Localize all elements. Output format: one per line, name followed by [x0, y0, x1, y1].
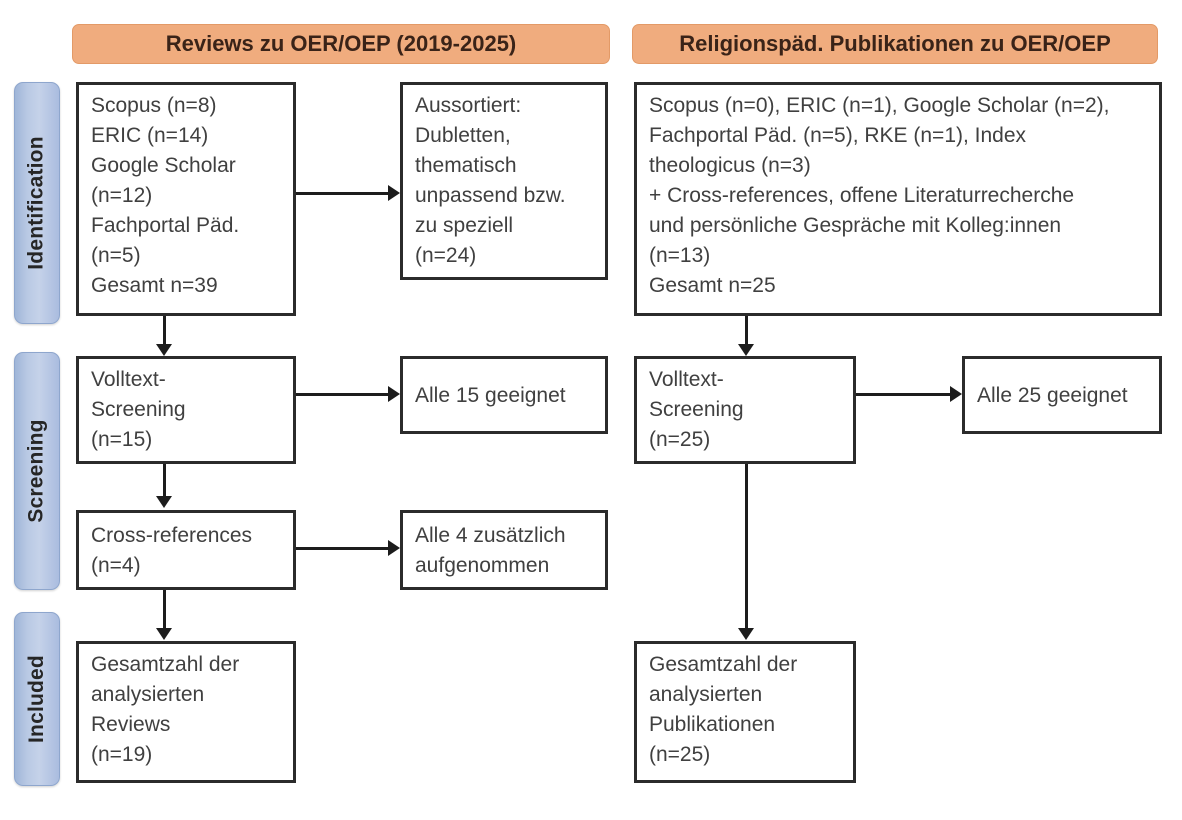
box-left-screening-result: Alle 15 geeignet [400, 356, 608, 434]
box-right-screening: Volltext- Screening (n=25) [634, 356, 856, 464]
box-line: (n=25) [649, 428, 711, 451]
box-left-included: Gesamtzahl der analysierten Reviews (n=1… [76, 641, 296, 783]
box-left-cross-references: Cross-references (n=4) [76, 510, 296, 590]
box-line: Alle 25 geeignet [977, 384, 1128, 407]
arrowhead-left-ident-to-screening [156, 344, 172, 356]
box-line: Gesamt n=25 [649, 274, 776, 297]
box-line: Volltext- [649, 368, 724, 391]
column-header-left-label: Reviews zu OER/OEP (2019-2025) [165, 31, 517, 56]
connector-left-ident-to-excluded [296, 192, 388, 195]
arrowhead-left-crossrefs-to-included [156, 628, 172, 640]
box-left-cross-references-result: Alle 4 zusätzlich aufgenommen [400, 510, 608, 590]
box-line: Scopus (n=0), ERIC (n=1), Google Scholar… [649, 94, 1110, 117]
column-header-left: Reviews zu OER/OEP (2019-2025) [72, 24, 610, 64]
box-line: ERIC (n=14) [91, 124, 209, 147]
box-line: aufgenommen [415, 554, 550, 577]
box-line: thematisch [415, 154, 517, 177]
box-line: (n=24) [415, 244, 477, 267]
arrowhead-left-screening-to-result [388, 386, 400, 402]
box-line: (n=4) [91, 554, 141, 577]
box-line: Gesamtzahl der [649, 653, 798, 676]
box-right-included: Gesamtzahl der analysierten Publikatione… [634, 641, 856, 783]
box-line: Dubletten, [415, 124, 511, 147]
box-left-screening: Volltext- Screening (n=15) [76, 356, 296, 464]
box-line: (n=13) [649, 244, 711, 267]
arrowhead-left-screening-to-crossrefs [156, 496, 172, 508]
box-line: analysierten [649, 683, 763, 706]
column-header-right-label: Religionspäd. Publikationen zu OER/OEP [679, 31, 1111, 56]
box-line: (n=12) [91, 184, 153, 207]
box-line: unpassend bzw. [415, 184, 566, 207]
arrowhead-left-crossrefs-to-result [388, 540, 400, 556]
box-line: Fachportal Päd. (n=5), RKE (n=1), Index [649, 124, 1027, 147]
box-left-excluded: Aussortiert: Dubletten, thematisch unpas… [400, 82, 608, 280]
box-line: und persönliche Gespräche mit Kolleg:inn… [649, 214, 1062, 237]
column-header-right: Religionspäd. Publikationen zu OER/OEP [632, 24, 1158, 64]
box-line: Scopus (n=8) [91, 94, 217, 117]
box-line: + Cross-references, offene Literaturrech… [649, 184, 1075, 207]
connector-left-screening-to-result [296, 393, 388, 396]
arrowhead-right-screening-to-included [738, 628, 754, 640]
box-line: (n=19) [91, 743, 153, 766]
box-line: Fachportal Päd. [91, 214, 240, 237]
box-line: Google Scholar [91, 154, 236, 177]
box-line: analysierten [91, 683, 205, 706]
connector-right-screening-to-result [856, 393, 950, 396]
phase-bar-screening: Screening [14, 352, 60, 590]
phase-label-screening: Screening [25, 419, 48, 523]
arrowhead-right-ident-to-screening [738, 344, 754, 356]
box-line: Gesamt n=39 [91, 274, 218, 297]
box-line: (n=25) [649, 743, 711, 766]
arrowhead-right-screening-to-result [950, 386, 962, 402]
connector-right-screening-to-included [745, 464, 748, 632]
connector-right-ident-to-screening [745, 316, 748, 350]
box-line: Gesamtzahl der [91, 653, 240, 676]
box-line: Publikationen [649, 713, 776, 736]
phase-bar-identification: Identification [14, 82, 60, 324]
box-line: Screening [649, 398, 744, 421]
box-line: (n=15) [91, 428, 153, 451]
box-line: theologicus (n=3) [649, 154, 811, 177]
connector-left-crossrefs-to-included [163, 590, 166, 632]
box-line: (n=5) [91, 244, 141, 267]
connector-left-crossrefs-to-result [296, 547, 388, 550]
box-line: zu speziell [415, 214, 514, 237]
connector-left-ident-to-screening [163, 316, 166, 350]
box-line: Alle 15 geeignet [415, 384, 566, 407]
box-line: Cross-references [91, 524, 253, 547]
box-line: Alle 4 zusätzlich [415, 524, 566, 547]
arrowhead-left-ident-to-excluded [388, 185, 400, 201]
box-right-screening-result: Alle 25 geeignet [962, 356, 1162, 434]
phase-label-identification: Identification [25, 136, 48, 270]
phase-label-included: Included [25, 655, 49, 743]
box-line: Reviews [91, 713, 171, 736]
connector-left-screening-to-crossrefs [163, 464, 166, 500]
box-left-identification: Scopus (n=8) ERIC (n=14) Google Scholar … [76, 82, 296, 316]
box-line: Volltext- [91, 368, 166, 391]
box-line: Aussortiert: [415, 94, 522, 117]
phase-bar-included: Included [14, 612, 60, 786]
box-line: Screening [91, 398, 186, 421]
box-right-identification: Scopus (n=0), ERIC (n=1), Google Scholar… [634, 82, 1162, 316]
